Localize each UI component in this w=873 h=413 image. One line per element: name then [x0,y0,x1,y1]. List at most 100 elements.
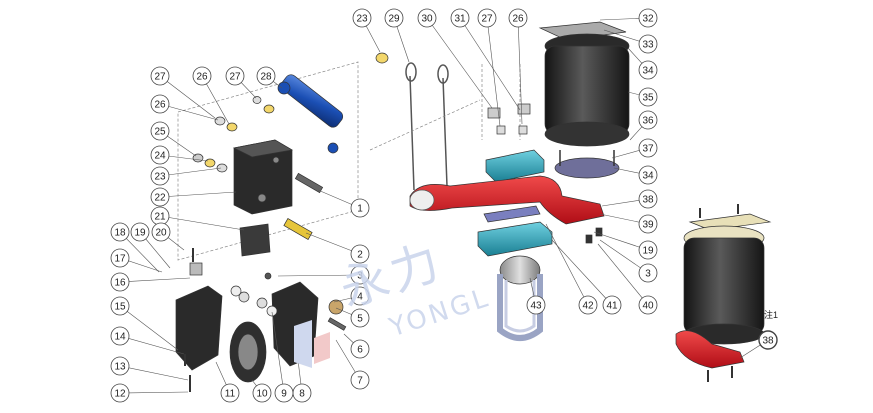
right-arm-part [675,330,745,369]
air-spring-part [538,21,630,179]
callout-left-16: 15 [110,296,179,351]
callout-circle [638,214,658,234]
callout-circle [110,326,130,346]
callout-middle-5: 27 [477,8,501,127]
callout-left-9: 22 [150,187,237,207]
callout-left-8: 23 [150,166,222,186]
callout-leader-line [159,75,216,119]
callout-left-27: 8 [292,359,312,403]
callout-middle-8: 33 [603,29,658,54]
callout-number: 22 [154,193,166,204]
callout-middle-16: 19 [593,231,658,260]
callout-middle-17: 3 [599,239,658,283]
callout-leader-line [271,311,285,394]
callout-circle [110,383,130,403]
spacer-plate-part [483,205,541,223]
callout-number: 42 [582,301,594,312]
callout-circle [252,383,272,403]
middle-assembly [369,21,630,341]
callout-number: 35 [642,93,654,104]
callout-left-18: 13 [110,356,189,381]
callout-number: 17 [114,254,126,265]
callout-left-1: 27 [150,66,216,119]
callout-circle [350,198,370,218]
callout-number: 11 [225,389,236,400]
callout-leader-line [599,239,649,274]
callout-middle-1: 23 [352,8,381,53]
callout-circle [350,244,370,264]
callout-circle [638,60,658,80]
callout-circle [151,222,171,242]
callout-number: 27 [481,14,493,25]
callout-circle [350,370,370,390]
upper-clamp-part [485,149,545,183]
callout-leader-line [545,223,589,306]
callout-circle [150,121,170,141]
callout-circle [110,356,130,376]
callout-circle [110,248,130,268]
callout-circle [638,138,658,158]
callout-leader-line [159,215,245,231]
callout-circle [477,8,497,28]
trailing-arm-part [409,175,605,225]
washer-part [375,52,389,64]
callout-circle [508,8,528,28]
small-clip-part [189,262,203,276]
callout-number: 12 [114,389,126,400]
callout-circle [578,295,598,315]
callout-number: 4 [357,292,363,303]
shock-absorber-part [277,74,344,154]
callout-circle [110,296,130,316]
callout-number: 20 [155,228,167,239]
callout-number: 21 [154,212,166,223]
callout-number: 5 [357,314,363,325]
callout-circle [225,66,245,86]
callout-number: 13 [114,362,126,373]
callout-left-23: 4 [333,286,370,306]
callout-number: 34 [642,171,654,182]
callout-leader-line [593,231,649,251]
callout-number: 37 [642,144,654,155]
callout-number: 7 [357,376,363,387]
right-assembly [675,204,772,382]
callout-left-3: 27 [225,66,257,99]
lower-clamp-part [477,221,553,257]
callout-leader-line [159,103,219,121]
callout-leader-line [305,232,361,255]
callout-middle-18: 40 [597,243,658,315]
callout-number: 3 [357,271,363,282]
callout-number: 25 [154,127,166,138]
callout-circle [192,66,212,86]
callout-number: 34 [642,66,654,77]
callout-number: 9 [281,389,287,400]
callout-middle-11: 36 [629,110,658,141]
callout-middle-9: 34 [627,47,658,80]
upper-washers [192,96,275,173]
callout-left-14: 17 [110,248,163,273]
note-label: 注1 [764,310,779,320]
callout-middle-4: 31 [450,8,521,111]
callout-circle [638,240,658,260]
callout-left-4: 28 [256,66,283,89]
callout-number: 8 [299,389,305,400]
callout-middle-15: 39 [599,213,658,234]
callout-circle [417,8,437,28]
callout-circle [352,8,372,28]
callout-number: 31 [454,14,466,25]
callout-number: 15 [114,302,126,313]
callout-number: 19 [134,228,146,239]
callout-circle [638,189,658,209]
callout-middle-13: 34 [613,165,658,185]
callout-number: 23 [356,14,368,25]
callout-middle-20: 42 [545,223,598,315]
callout-circle [638,34,658,54]
left-assembly [175,61,359,392]
callout-leader-line [119,391,189,394]
callout-number: 10 [256,389,268,400]
callout-left-13: 20 [151,222,185,251]
callout-circle [638,165,658,185]
callout-circle [758,330,778,350]
callout-circle [450,8,470,28]
callout-number: 41 [606,301,618,312]
